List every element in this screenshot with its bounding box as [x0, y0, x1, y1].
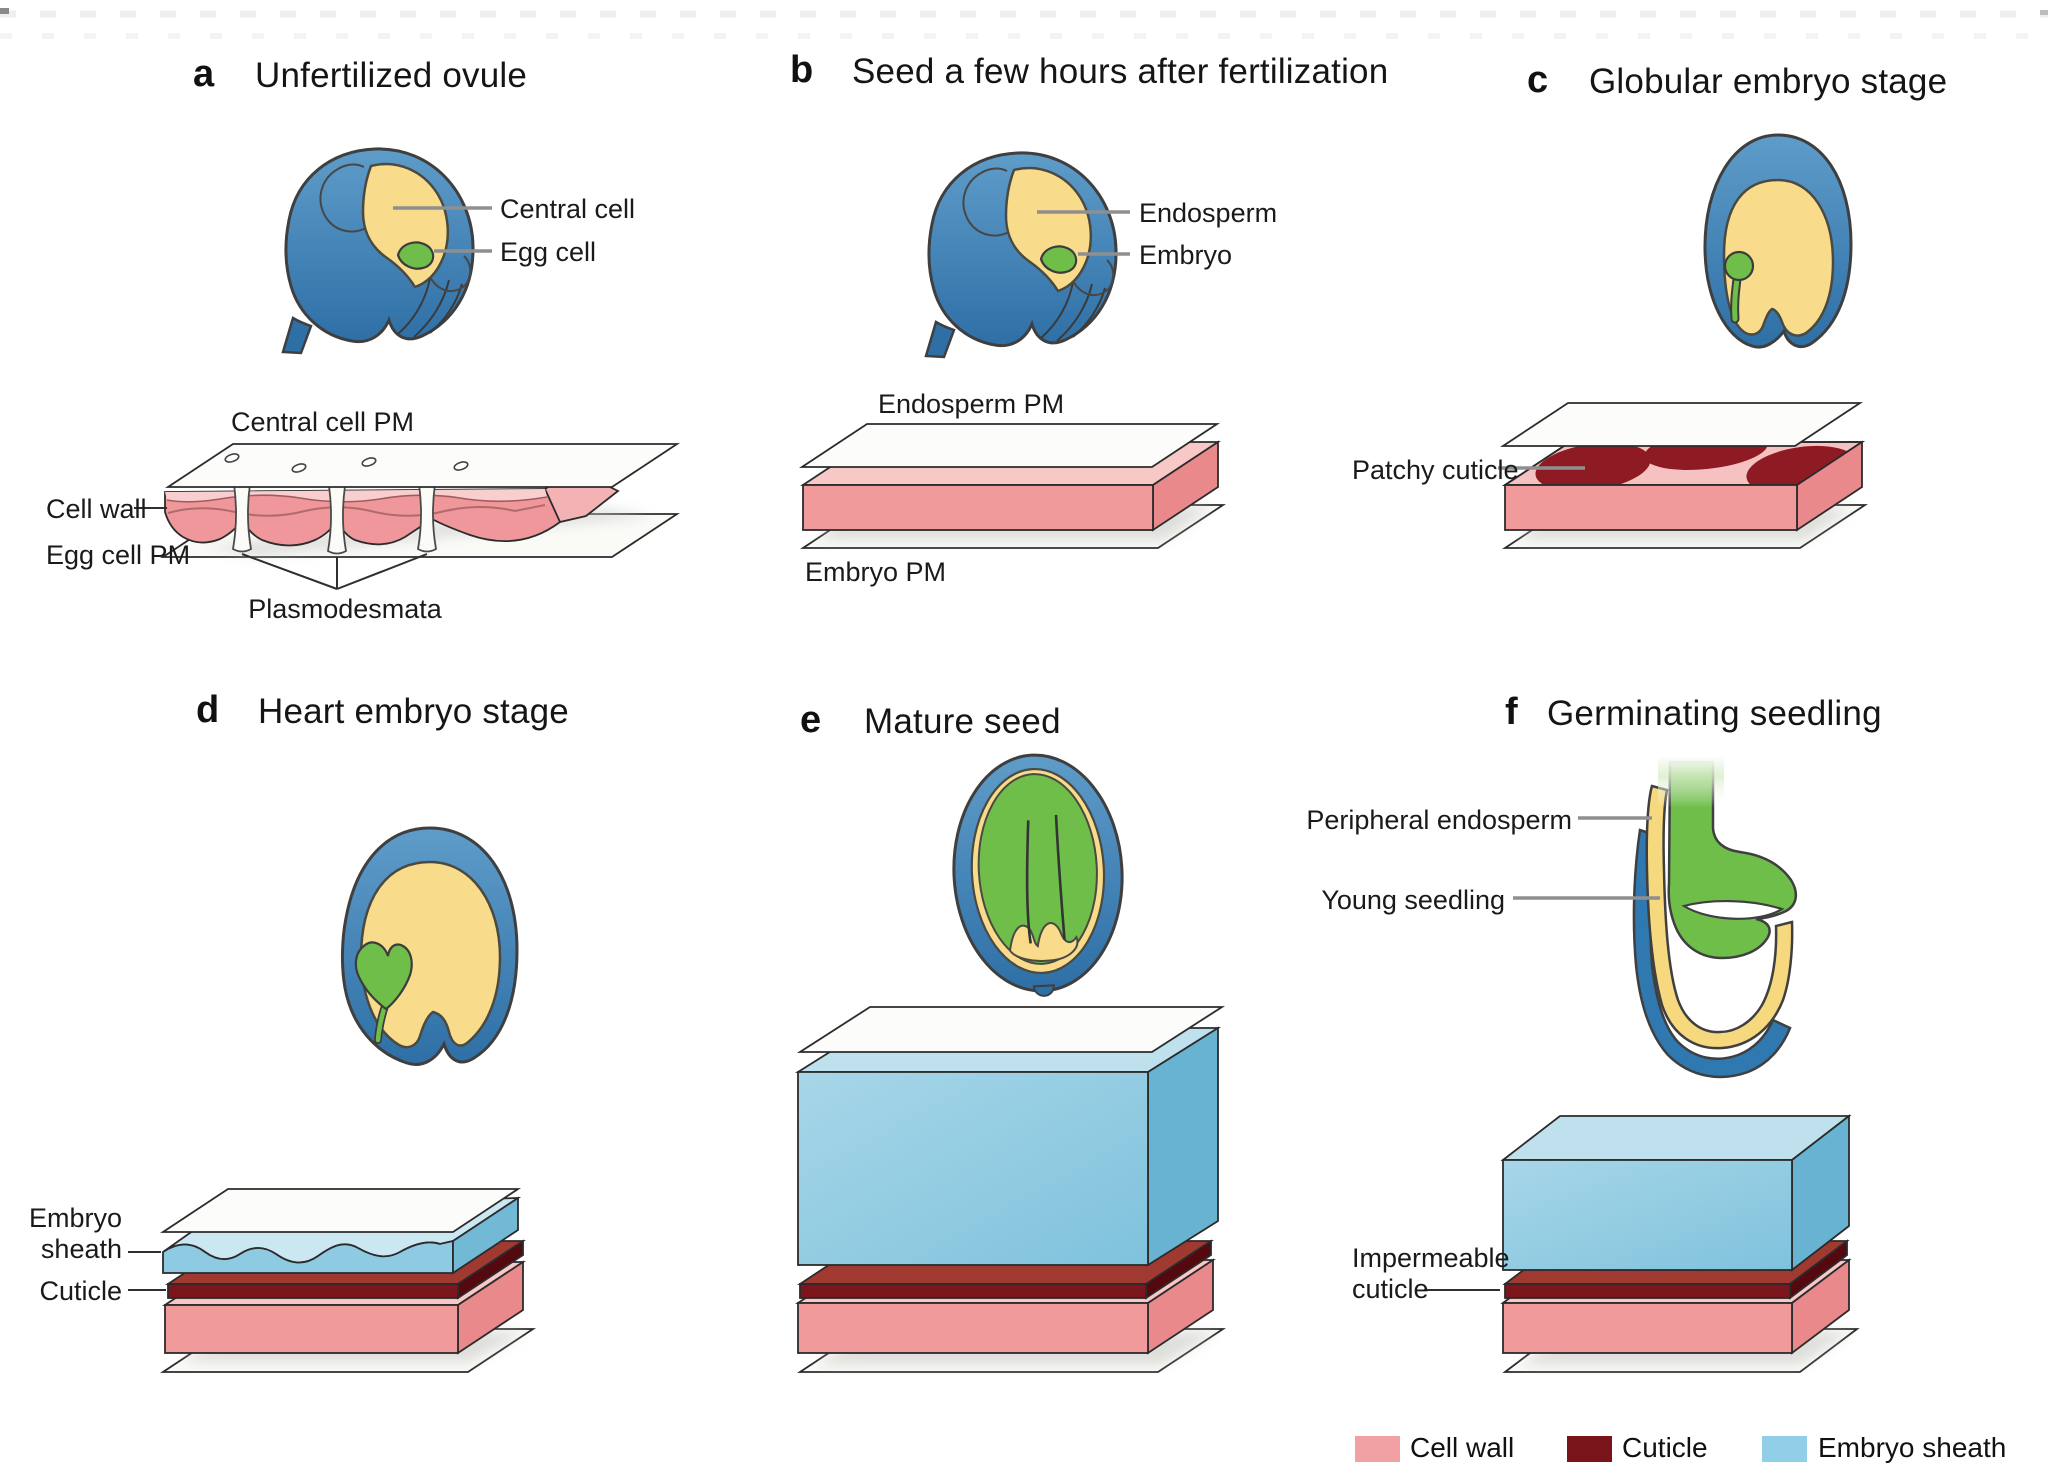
panel-f-membrane-diagram [1424, 1114, 1860, 1373]
panel-a-title: Unfertilized ovule [255, 56, 528, 95]
panel-d-seed-illustration [340, 826, 519, 1066]
patchy-cuticle-label: Patchy cuticle [1352, 455, 1519, 485]
embryo-sheath-box [794, 1026, 1222, 1267]
embryo-label: Embryo [1139, 240, 1233, 270]
panel-b-membrane-diagram [799, 423, 1226, 549]
impermeable-cuticle-label-line2: cuticle [1352, 1274, 1429, 1305]
panel-f-letter: f [1505, 691, 1518, 733]
scan-artifact-marks [0, 8, 2048, 39]
embryo-sheath-label-line2: sheath [40, 1234, 122, 1265]
panel-e-seed-illustration [952, 753, 1124, 997]
patchy-cuticle-slab [1502, 440, 1865, 532]
cuticle-label: Cuticle [39, 1276, 122, 1306]
embryo-sheath-label-line1: Embryo [28, 1203, 122, 1233]
panel-b-seed-illustration [924, 151, 1130, 359]
egg-cell-pm-label: Egg cell PM [46, 540, 191, 570]
embryo-sheath-box [1500, 1114, 1852, 1272]
panel-d-letter: d [196, 689, 220, 731]
plasmodesmata-pointer-lines [241, 553, 428, 590]
young-seedling-label: Young seedling [1321, 885, 1505, 915]
panel-e-membrane-diagram [794, 1006, 1226, 1373]
cuticle-legend-label: Cuticle [1622, 1432, 1708, 1463]
peripheral-endosperm-label: Peripheral endosperm [1306, 805, 1572, 835]
egg-cell-label: Egg cell [500, 237, 597, 267]
central-cell-pm-plane [165, 443, 680, 488]
peripheral-endosperm-strip [1645, 784, 1794, 1050]
panel-c-seed-illustration [1703, 133, 1853, 349]
panel-a-membrane-diagram [134, 443, 680, 590]
endosperm-pm-plane [799, 423, 1220, 468]
endosperm-label: Endosperm [1139, 198, 1278, 228]
panel-c-letter: c [1527, 59, 1549, 101]
panel-f-seedling-illustration [1513, 756, 1798, 1079]
impermeable-cuticle-label-line1: Impermeable [1352, 1243, 1510, 1273]
panel-a-ovule-illustration [281, 147, 492, 355]
cuticle-legend-swatch [1567, 1436, 1612, 1462]
panel-a-letter: a [193, 53, 215, 95]
embryo-sheath-legend-label: Embryo sheath [1818, 1432, 2007, 1463]
endosperm-pm-label: Endosperm PM [878, 389, 1065, 419]
cell-wall-label: Cell wall [46, 494, 147, 524]
impermeable-cuticle-label: Impermeable cuticle [1352, 1243, 1510, 1306]
panel-d-title: Heart embryo stage [258, 692, 569, 731]
panel-b-title: Seed a few hours after fertilization [852, 52, 1389, 91]
panel-e-title: Mature seed [864, 702, 1061, 741]
cell-wall-legend-swatch [1355, 1436, 1400, 1462]
panel-f-title: Germinating seedling [1547, 694, 1882, 733]
central-cell-pm-label: Central cell PM [230, 407, 415, 437]
embryo-pm-label: Embryo PM [805, 557, 947, 587]
plasmodesmata-label: Plasmodesmata [248, 594, 442, 624]
cell-wall-legend-label: Cell wall [1410, 1432, 1515, 1463]
panel-b-letter: b [790, 49, 814, 91]
embryo-sheath-legend-swatch [1762, 1436, 1807, 1462]
embryo-sheath-label: Embryo sheath [10, 1203, 122, 1266]
panel-d-membrane-diagram [128, 1188, 536, 1373]
panel-e-letter: e [800, 699, 822, 741]
central-cell-label: Central cell [500, 194, 636, 224]
panel-c-membrane-diagram [1498, 402, 1868, 549]
panel-c-title: Globular embryo stage [1589, 62, 1948, 101]
